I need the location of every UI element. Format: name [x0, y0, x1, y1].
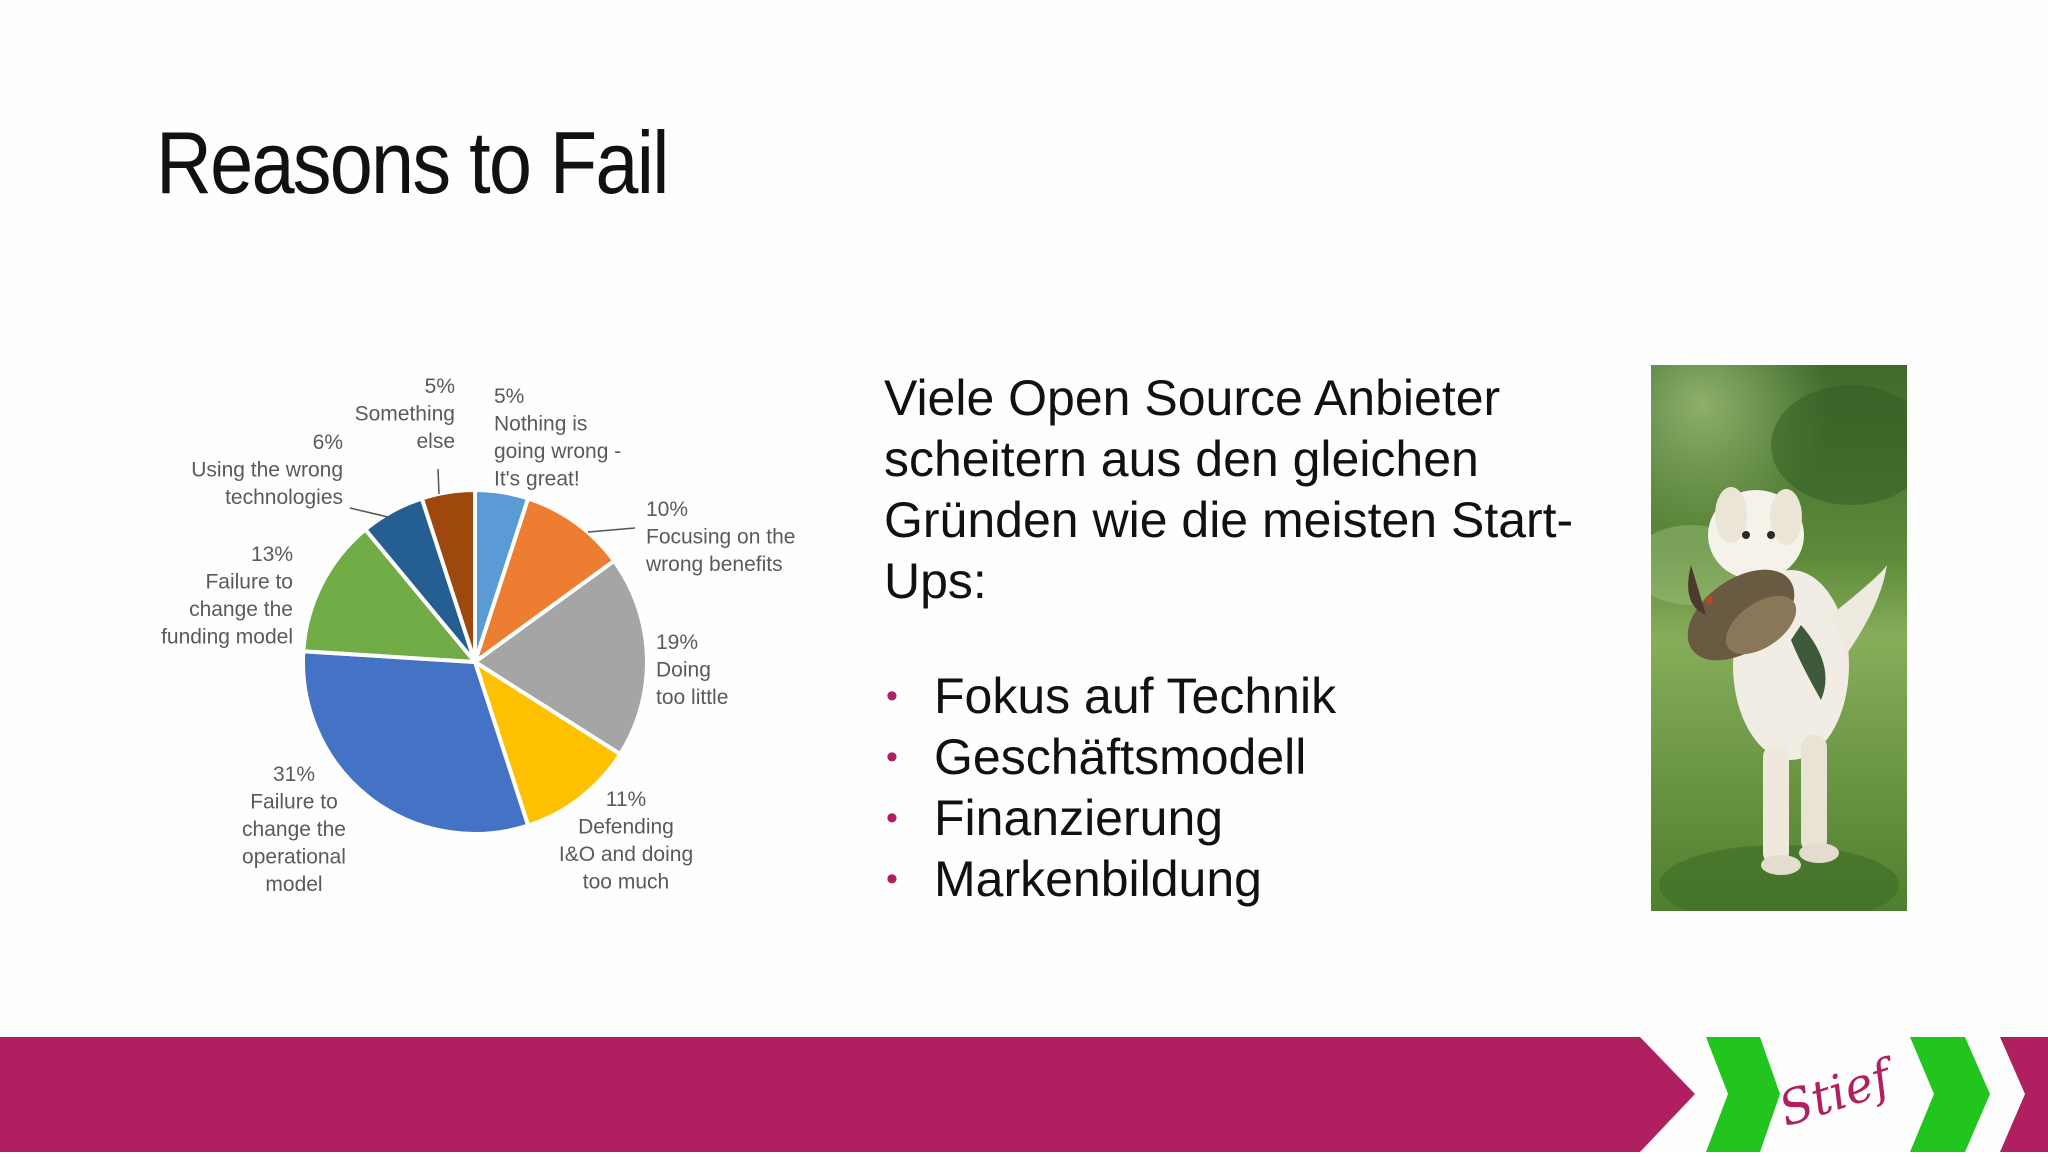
green-chevron-icon — [1706, 1037, 1780, 1152]
slice-category-label: Failure to — [205, 571, 293, 594]
slice-label: 13% Failure to change the funding model — [161, 543, 293, 649]
slice-percent-label: 5% — [425, 375, 455, 398]
pie-chart: 5% Nothing is going wrong - It's great! 10% F… — [130, 360, 840, 920]
logo-text: Stief — [1772, 1047, 1904, 1138]
slice-category-label: else — [416, 430, 455, 453]
slice-category-label: operational — [242, 846, 346, 869]
bullet-list: • Fokus auf Technik • Geschäftsmodell • Fin… — [884, 666, 1604, 910]
leader-line — [587, 527, 636, 533]
bullet-dot-icon: • — [886, 738, 898, 776]
leader-line — [437, 468, 440, 495]
bullet-text: Geschäftsmodell — [934, 729, 1307, 785]
text-block: Viele Open Source Anbieter scheitern aus… — [884, 368, 1604, 910]
bullet-text: Markenbildung — [934, 851, 1262, 907]
slice-category-label: I&O and doing — [559, 843, 693, 866]
pie-slice — [471, 657, 623, 829]
slice-label: 31% Failure to change the operational model — [242, 763, 346, 896]
slice-percent-label: 31% — [273, 763, 315, 786]
slice-percent-label: 5% — [494, 385, 524, 408]
slice-category-label: technologies — [225, 486, 343, 509]
slice-category-label: Something — [355, 403, 455, 426]
slice-label: 5% Nothing is going wrong - It's great! — [494, 385, 621, 491]
bullet-dot-icon: • — [886, 860, 898, 898]
slice-percent-label: 6% — [313, 431, 343, 454]
bullet-dot-icon: • — [886, 799, 898, 837]
intro-text: Viele Open Source Anbieter scheitern aus… — [884, 370, 1574, 609]
bullet-text: Fokus auf Technik — [934, 668, 1337, 724]
bullet-dot-icon: • — [886, 677, 898, 715]
bullet-item: • Markenbildung — [884, 849, 1604, 910]
slice-category-label: Nothing is — [494, 413, 587, 436]
bullet-text: Finanzierung — [934, 790, 1224, 846]
pie-slice — [419, 487, 477, 663]
pie-slice — [301, 649, 531, 836]
bullet-item: • Fokus auf Technik — [884, 666, 1604, 727]
dog-photo-icon — [1651, 365, 1907, 911]
slice-category-label: wrong benefits — [645, 553, 783, 576]
slice-label: 5% Something else — [355, 375, 455, 453]
slice-category-label: Doing — [656, 659, 711, 682]
slice-label: 10% Focusing on the wrong benefits — [645, 498, 795, 576]
slide-title: Reasons to Fail — [156, 113, 669, 212]
dog-photo — [1651, 365, 1907, 911]
magenta-chevron-icon — [2000, 1037, 2048, 1152]
slice-category-label: too much — [583, 871, 669, 894]
slice-category-label: going wrong - — [494, 440, 621, 463]
slice-category-label: model — [265, 873, 322, 896]
slice-category-label: change the — [242, 818, 346, 841]
bullet-item: • Geschäftsmodell — [884, 727, 1604, 788]
green-chevron-icon — [1910, 1037, 1990, 1152]
footer-band: Stief — [0, 1037, 2048, 1152]
slice-label: 19% Doing too little — [656, 631, 728, 709]
footer-magenta-band — [0, 1037, 1640, 1152]
pie-slice — [471, 495, 617, 668]
footer-band-svg: Stief — [0, 1037, 2048, 1152]
slice-percent-label: 10% — [646, 498, 688, 521]
bullet-item: • Finanzierung — [884, 788, 1604, 849]
slice-percent-label: 13% — [251, 543, 293, 566]
slice-category-label: Using the wrong — [191, 459, 343, 482]
slice-category-label: Defending — [578, 816, 674, 839]
slice-category-label: It's great! — [494, 468, 580, 491]
slice-category-label: change the — [189, 598, 293, 621]
slice-percent-label: 11% — [606, 788, 646, 811]
pie-slice — [301, 526, 480, 665]
slice-category-label: Failure to — [250, 791, 338, 814]
leader-line — [349, 507, 389, 518]
pie-chart-svg: 5% Nothing is going wrong - It's great! 10% F… — [161, 375, 795, 896]
slice-category-label: funding model — [161, 626, 293, 649]
slice-percent-label: 19% — [656, 631, 698, 654]
slice-category-label: too little — [656, 686, 728, 709]
slice-category-label: Focusing on the — [646, 526, 795, 549]
footer-band-arrow-icon — [1640, 1037, 1695, 1152]
pie-slice — [471, 558, 649, 757]
slice-label: 6% Using the wrong technologies — [191, 431, 343, 509]
